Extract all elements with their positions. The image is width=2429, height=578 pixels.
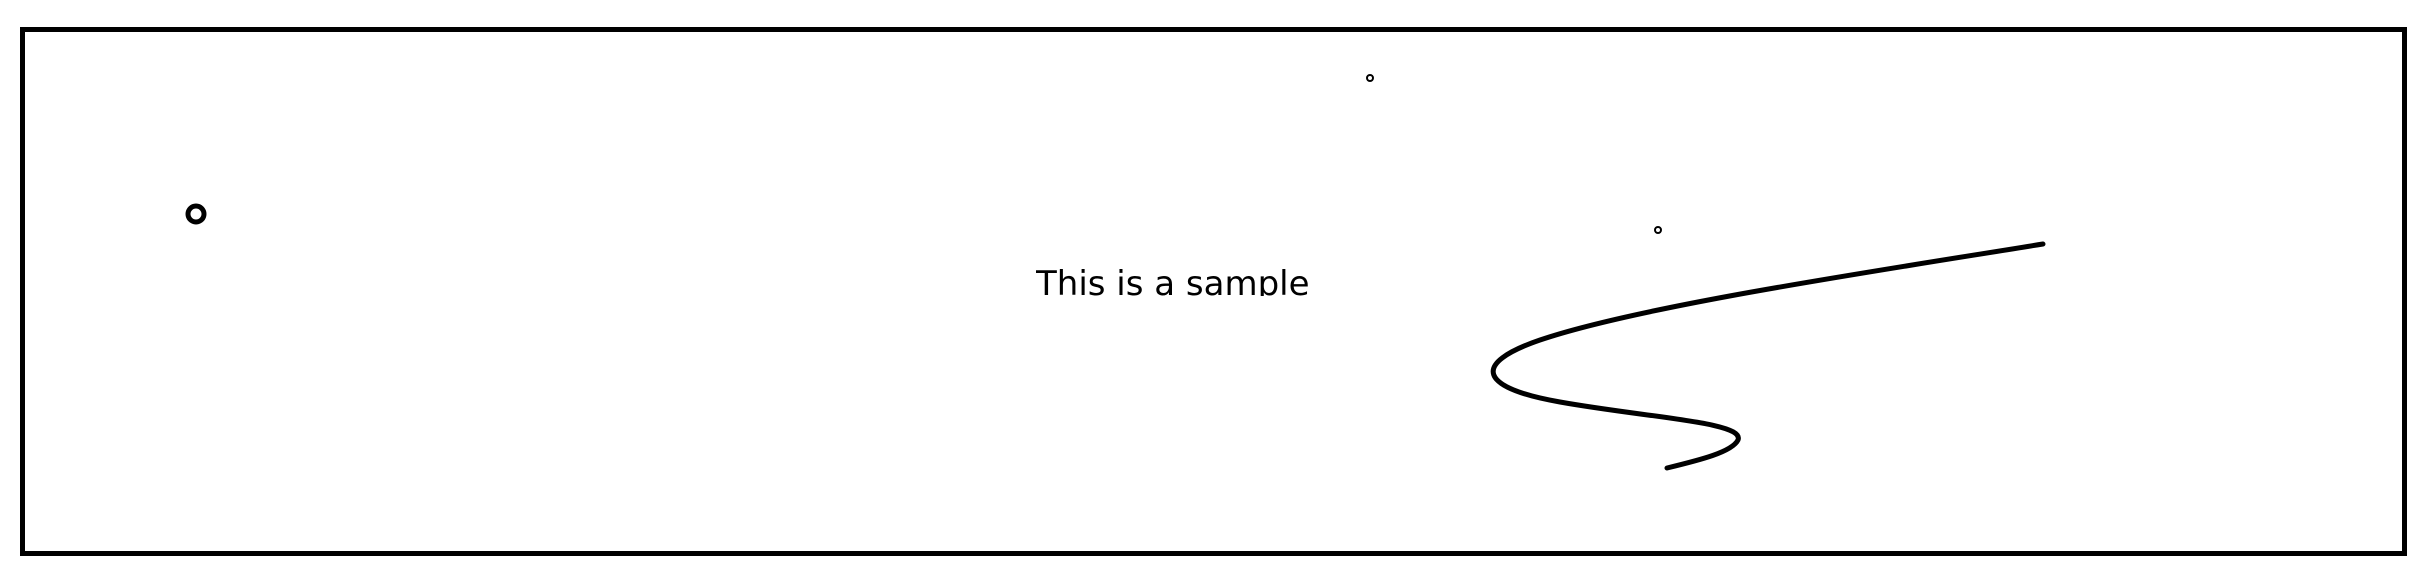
freehand-curve: [1490, 241, 2046, 471]
small-circle-marker: [185, 203, 207, 225]
sample-text: This is a sample: [1036, 264, 1310, 296]
tiny-dot-right: [1654, 226, 1662, 234]
drawing-canvas[interactable]: [20, 27, 2407, 556]
tiny-dot-top: [1366, 74, 1374, 82]
